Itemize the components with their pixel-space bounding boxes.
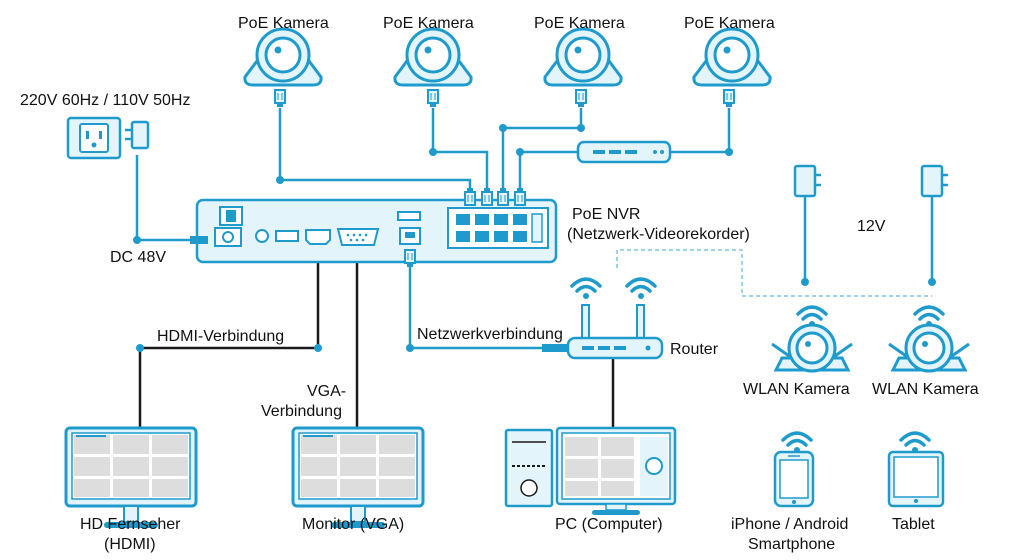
power-outlet: [66, 116, 122, 160]
monitor-label: Monitor (VGA): [302, 516, 405, 533]
wlan-power-label: 12V: [857, 218, 886, 235]
tv-label-line1: HD Fernseher: [80, 516, 181, 533]
nvr-label-line1: PoE NVR: [572, 206, 641, 223]
vga-connection-label-line2: Verbindung: [261, 403, 342, 420]
wlan-power-adapter-1: [793, 164, 823, 198]
poe-nvr: [190, 198, 558, 264]
poe-switch: [576, 140, 672, 164]
poe-camera-1-label: PoE Kamera: [238, 15, 329, 32]
poe-camera-2-label: PoE Kamera: [383, 15, 474, 32]
router-label: Router: [670, 341, 719, 358]
pc-computer: [504, 426, 677, 515]
wlan-camera-1-label: WLAN Kamera: [743, 381, 850, 398]
wlan-power-adapter-2: [920, 164, 950, 198]
poe-camera-3: [543, 27, 623, 108]
mains-power-label: 220V 60Hz / 110V 50Hz: [20, 92, 191, 109]
connection-lines: [133, 108, 936, 428]
network-connection-label: Netzwerkverbindung: [414, 326, 566, 344]
wlan-camera-1: [770, 305, 854, 373]
smartphone: [773, 431, 815, 508]
vga-connection-label-line1: VGA-: [307, 383, 347, 400]
smartphone-label-line2: Smartphone: [748, 536, 836, 553]
poe-camera-3-label: PoE Kamera: [534, 15, 625, 32]
power-adapter-icon: [125, 120, 150, 150]
hdmi-connection-label: HDMI-Verbindung: [154, 328, 288, 346]
tv-label-line2: (HDMI): [104, 536, 156, 553]
wlan-camera-2: [887, 305, 971, 373]
smartphone-label-line1: iPhone / Android: [731, 516, 849, 533]
tablet: [887, 431, 945, 508]
tablet-label: Tablet: [892, 516, 935, 533]
wlan-camera-2-label: WLAN Kamera: [872, 381, 979, 398]
poe-camera-1: [243, 27, 323, 108]
hd-tv: [64, 426, 198, 530]
nvr-label-line2: (Netzwerk-Videorekorder): [567, 226, 750, 243]
router: [542, 277, 664, 360]
poe-camera-4: [692, 27, 772, 108]
dc-power-label: DC 48V: [110, 249, 167, 266]
poe-camera-2: [393, 27, 473, 108]
pc-label: PC (Computer): [555, 516, 663, 533]
poe-camera-4-label: PoE Kamera: [684, 15, 775, 32]
vga-monitor: [291, 426, 425, 530]
